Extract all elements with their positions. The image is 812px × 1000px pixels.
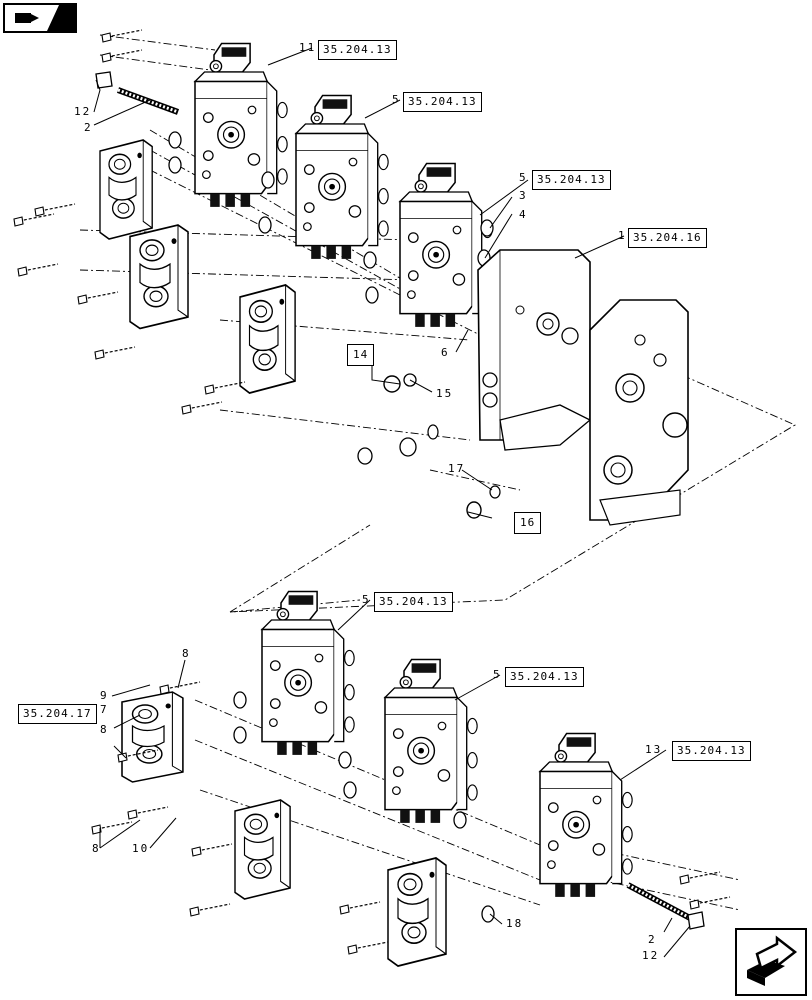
callout-16: 16 xyxy=(514,512,542,534)
callout-5-b: 5 xyxy=(519,171,528,184)
valve-section-13 xyxy=(539,732,633,898)
ref-link-13[interactable]: 35.204.13 xyxy=(672,741,751,761)
end-cover-17 xyxy=(121,691,184,783)
inlet-cover-1 xyxy=(477,249,592,451)
end-cover-upper-3 xyxy=(239,284,297,394)
next-page-arrow-icon[interactable] xyxy=(735,928,807,996)
callout-7: 7 xyxy=(100,703,109,716)
callout-1: 1 xyxy=(618,229,627,242)
ref-link-5-b[interactable]: 35.204.13 xyxy=(532,170,611,190)
ref-link-11[interactable]: 35.204.13 xyxy=(318,40,397,60)
callout-18: 18 xyxy=(506,917,524,930)
lower-assembly xyxy=(91,590,741,967)
callout-8-a: 8 xyxy=(182,647,191,660)
valve-section-5-lower-a xyxy=(261,590,355,756)
end-cover-upper-1 xyxy=(99,139,154,240)
callout-15: 15 xyxy=(436,387,454,400)
callout-5-a: 5 xyxy=(392,93,401,106)
end-cover-lower-3 xyxy=(387,857,447,967)
callout-8-b: 8 xyxy=(100,723,109,736)
outlet-cover xyxy=(589,299,689,526)
ref-link-17[interactable]: 35.204.17 xyxy=(18,704,97,724)
callout-14: 14 xyxy=(347,344,375,366)
callout-17: 17 xyxy=(448,462,466,475)
callout-2-lower: 2 xyxy=(648,933,657,946)
callout-6: 6 xyxy=(441,346,450,359)
book-arrow-icon[interactable] xyxy=(3,3,77,33)
end-cover-lower-2 xyxy=(234,799,291,900)
callout-2-upper: 2 xyxy=(84,121,93,134)
valve-section-5-upper-a xyxy=(295,94,389,260)
ref-link-5-a[interactable]: 35.204.13 xyxy=(403,92,482,112)
ref-link-1[interactable]: 35.204.16 xyxy=(628,228,707,248)
ref-link-5-d[interactable]: 35.204.13 xyxy=(505,667,584,687)
callout-4: 4 xyxy=(519,208,528,221)
callout-5-d: 5 xyxy=(493,668,502,681)
stud-bolt-lower xyxy=(626,882,705,930)
callout-9: 9 xyxy=(100,689,109,702)
end-cover-upper-2 xyxy=(129,224,189,330)
upper-assembly xyxy=(13,29,796,613)
callout-11: 11 xyxy=(299,41,317,54)
callout-8-c: 8 xyxy=(92,842,101,855)
plugs-upper xyxy=(357,373,501,519)
callout-5-c: 5 xyxy=(362,593,371,606)
callout-3: 3 xyxy=(519,189,528,202)
callout-12-lower: 12 xyxy=(642,949,660,962)
callout-12-upper: 12 xyxy=(74,105,92,118)
callout-13: 13 xyxy=(645,743,663,756)
ref-link-5-c[interactable]: 35.204.13 xyxy=(374,592,453,612)
callout-10: 10 xyxy=(132,842,150,855)
valve-section-5-lower-b xyxy=(384,658,478,824)
